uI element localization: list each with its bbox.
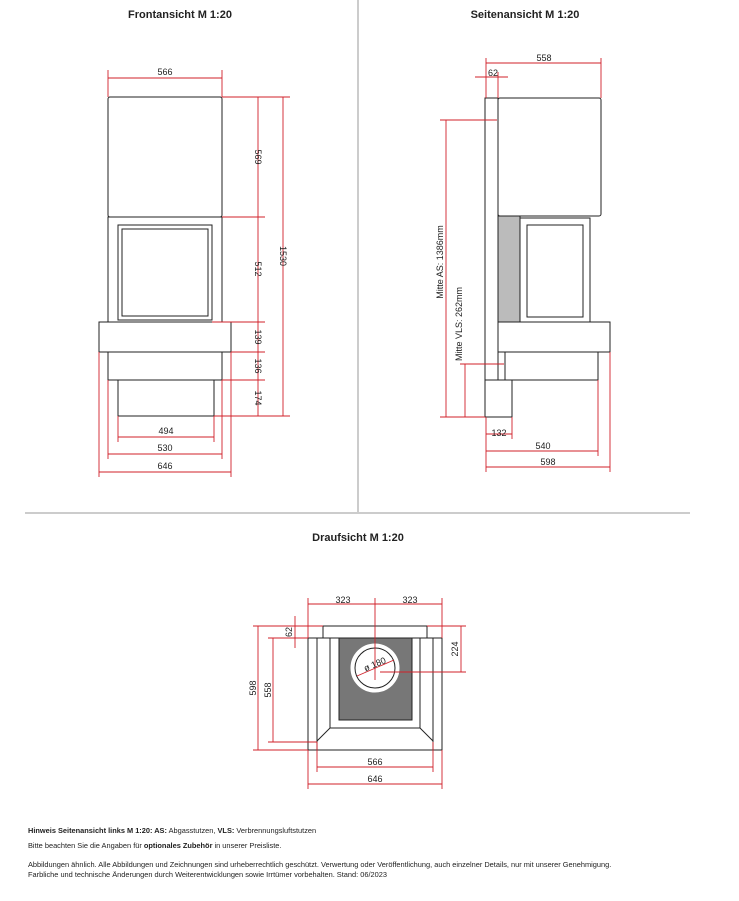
- dim-top-558: 558: [263, 682, 273, 697]
- dim-side-132: 132: [491, 428, 506, 438]
- dim-side-598: 598: [540, 457, 555, 467]
- note-accessories-b: in unserer Preisliste.: [212, 841, 282, 851]
- dim-front-566: 566: [157, 67, 172, 77]
- side-view: Seitenansicht M 1:20 558 62 Mitte AS: 13…: [435, 9, 611, 472]
- front-view: Frontansicht M 1:20 566 569 512 139 136 …: [98, 9, 290, 477]
- front-glass-inner: [121, 228, 209, 317]
- dim-side-558: 558: [536, 53, 551, 63]
- front-hood: [107, 96, 223, 218]
- side-hood: [497, 97, 602, 217]
- dim-side-mitte-vls: Mitte VLS: 262mm: [454, 287, 464, 361]
- side-wall-plate: [484, 97, 499, 381]
- front-mid: [107, 351, 223, 381]
- note-accessories-a: Bitte beachten Sie die Angaben für: [28, 841, 144, 851]
- dim-top-646: 646: [367, 774, 382, 784]
- dim-top-323-right: 323: [402, 595, 417, 605]
- note-as: Abgasstutzen,: [166, 826, 218, 835]
- dim-front-646: 646: [157, 461, 172, 471]
- dim-top-323-left: 323: [335, 595, 350, 605]
- notes: Hinweis Seitenansicht links M 1:20: AS: …: [28, 826, 611, 885]
- note-copyright: Abbildungen ähnlich. Alle Abbildungen un…: [28, 859, 612, 869]
- dim-front-512: 512: [253, 261, 263, 276]
- note-legend: Hinweis Seitenansicht links M 1:20: AS: …: [28, 826, 611, 836]
- dim-top-62: 62: [284, 627, 294, 637]
- dim-front-494: 494: [158, 426, 173, 436]
- front-view-title: Frontansicht M 1:20: [128, 9, 232, 21]
- note-disclaimer: Farbliche und technische Änderungen durc…: [28, 870, 387, 880]
- side-glass: [526, 224, 584, 318]
- top-view-title: Draufsicht M 1:20: [312, 532, 404, 544]
- top-view: Draufsicht M 1:20 323 323 62 598 558 224…: [248, 532, 466, 789]
- dim-front-174: 174: [253, 390, 263, 405]
- dim-top-566: 566: [367, 757, 382, 767]
- side-mid: [504, 351, 599, 381]
- side-view-title: Seitenansicht M 1:20: [471, 9, 580, 21]
- top-cheeks: [316, 637, 434, 750]
- side-base: [497, 321, 611, 353]
- dim-top-598: 598: [248, 680, 258, 695]
- dim-front-136: 136: [253, 358, 263, 373]
- dim-side-mitte-as: Mitte AS: 1386mm: [435, 225, 445, 299]
- side-louvres: [497, 215, 521, 323]
- note-accessories: Bitte beachten Sie die Angaben für optio…: [28, 841, 611, 851]
- dim-front-139: 139: [253, 329, 263, 344]
- front-base: [98, 321, 232, 353]
- dim-front-1530: 1530: [278, 246, 288, 266]
- side-plinth: [484, 379, 513, 418]
- dim-side-62: 62: [488, 68, 498, 78]
- note-vls: Verbrennungsluftstutzen: [234, 826, 317, 835]
- dim-front-569: 569: [253, 149, 263, 164]
- dim-top-224: 224: [450, 641, 460, 656]
- note-legend-label: Hinweis Seitenansicht links M 1:20: AS:: [28, 826, 167, 835]
- front-plinth: [117, 379, 215, 417]
- dim-side-540: 540: [535, 441, 550, 451]
- note-vls-label: VLS:: [217, 826, 235, 835]
- dim-front-530: 530: [157, 443, 172, 453]
- note-accessories-bold: optionales Zubehör: [143, 841, 213, 851]
